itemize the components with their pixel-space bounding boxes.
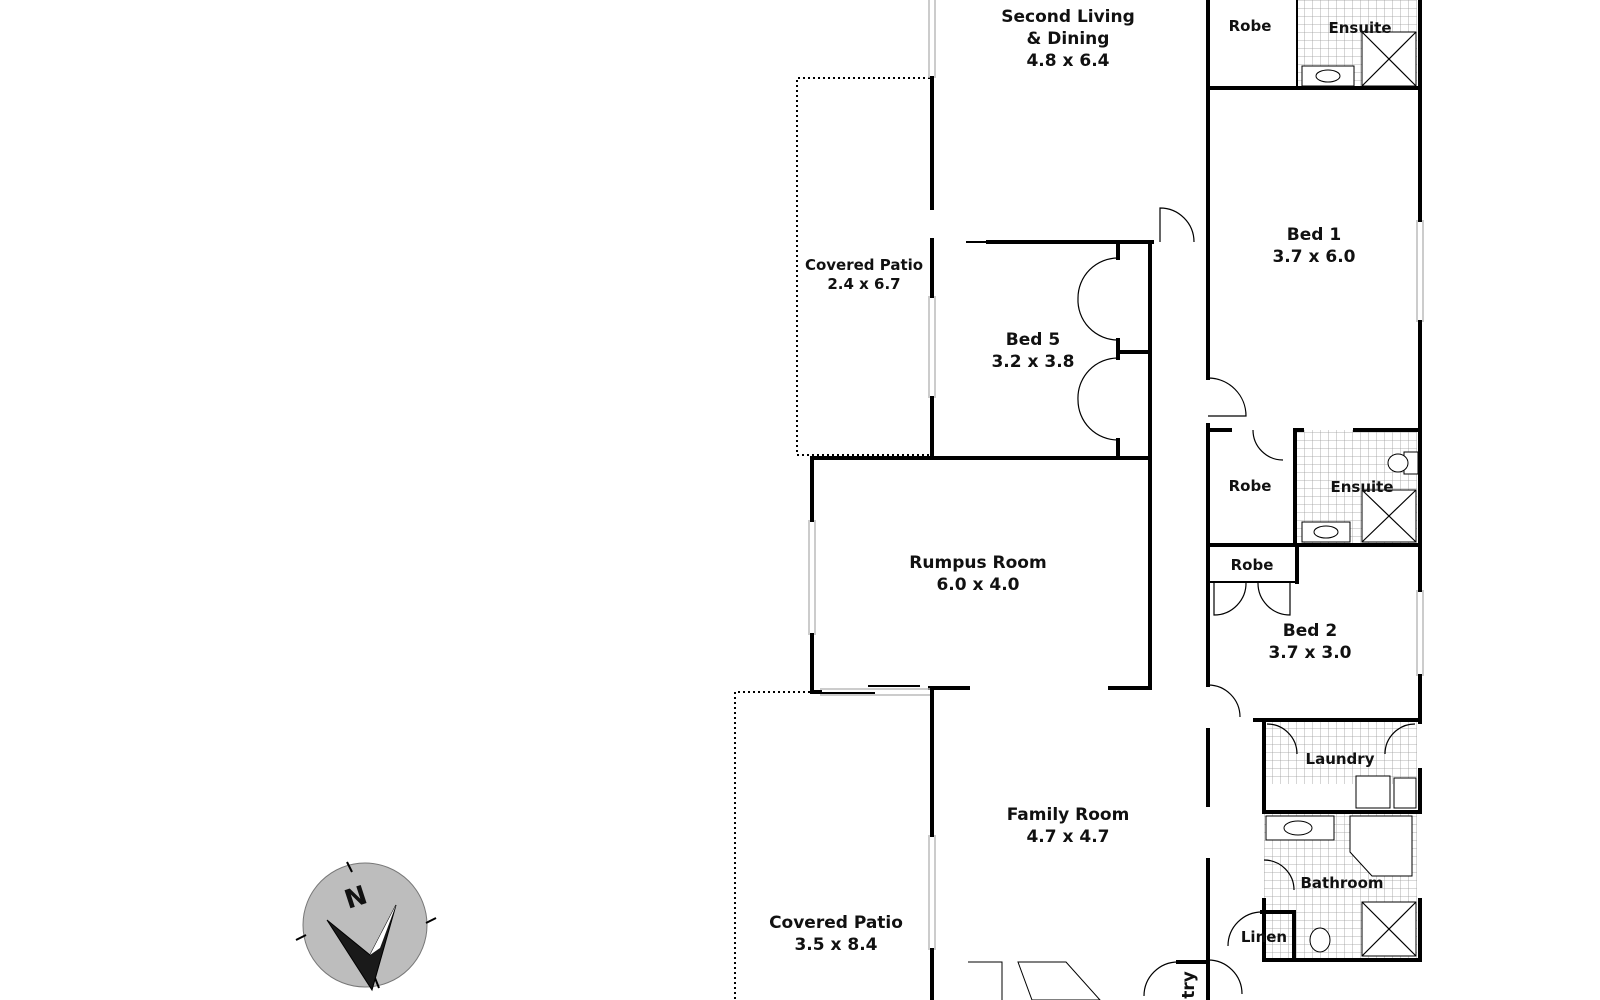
room-labels: Second Living & Dining 4.8 x 6.4 Robe En… <box>769 7 1393 999</box>
bed2-size: 3.7 x 3.0 <box>1268 643 1351 663</box>
compass-needle <box>326 904 397 992</box>
family-size: 4.7 x 4.7 <box>1026 827 1109 847</box>
laundry-name: Laundry <box>1306 750 1375 768</box>
second-living-name-1: Second Living <box>1001 7 1135 27</box>
ensuite-mid-name: Ensuite <box>1330 478 1393 496</box>
covered-patio-top-size: 2.4 x 6.7 <box>827 275 900 293</box>
bed5-name: Bed 5 <box>1006 330 1060 350</box>
covered-patio-top-name: Covered Patio <box>805 256 923 274</box>
compass-disc <box>302 862 428 988</box>
walls <box>810 0 1422 1000</box>
bed1-name: Bed 1 <box>1287 225 1341 245</box>
ensuite-top-name: Ensuite <box>1328 19 1391 37</box>
second-living-name-2: & Dining <box>1027 29 1110 49</box>
laundry-appliance <box>1355 775 1391 809</box>
pantry-name-partial: try <box>1179 971 1199 999</box>
kitchen-bench <box>1017 961 1101 1000</box>
robe-mid-name: Robe <box>1229 477 1272 495</box>
robe-top-name: Robe <box>1229 17 1272 35</box>
windows <box>808 0 1424 950</box>
rumpus-size: 6.0 x 4.0 <box>936 575 1019 595</box>
bed1-size: 3.7 x 6.0 <box>1272 247 1355 267</box>
linen-name: Linen <box>1241 928 1287 946</box>
patio-outlines <box>734 77 930 1000</box>
doors <box>1077 207 1416 997</box>
fixtures <box>968 31 1419 1000</box>
toilet-bath <box>1309 927 1331 953</box>
covered-patio-bottom-name: Covered Patio <box>769 913 903 933</box>
rumpus-name: Rumpus Room <box>909 553 1046 573</box>
robe-bed2-name: Robe <box>1231 556 1274 574</box>
bed2-name: Bed 2 <box>1283 621 1337 641</box>
laundry-tub <box>1393 777 1417 809</box>
compass: N <box>295 861 437 992</box>
second-living-size: 4.8 x 6.4 <box>1026 51 1109 71</box>
corner-shower <box>1349 815 1413 877</box>
family-name: Family Room <box>1007 805 1130 825</box>
bed5-size: 3.2 x 3.8 <box>991 352 1074 372</box>
bathroom-name: Bathroom <box>1300 874 1383 892</box>
covered-patio-bottom-size: 3.5 x 8.4 <box>794 935 877 955</box>
